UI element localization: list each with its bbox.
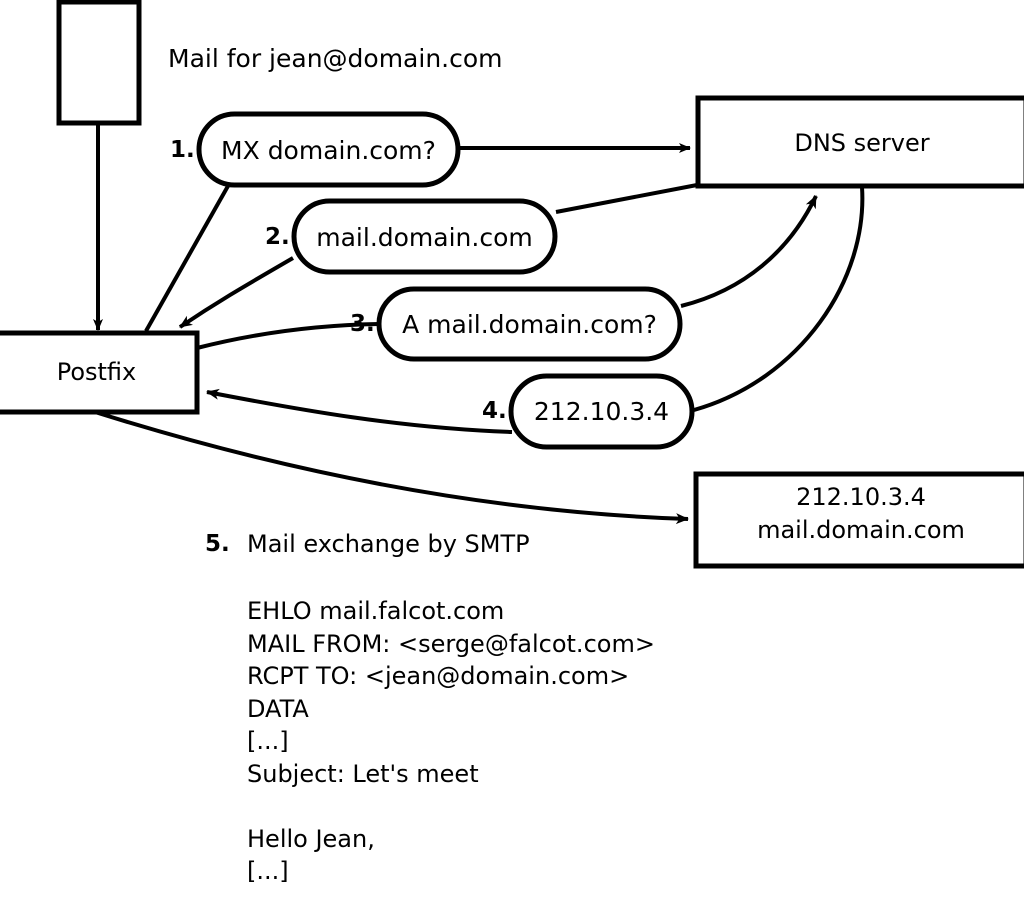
edge-step4-to-postfix bbox=[206, 388, 513, 434]
step-4-number: 4. bbox=[482, 398, 507, 424]
edge-step2-to-postfix bbox=[178, 256, 295, 329]
page-title: Mail for jean@domain.com bbox=[168, 44, 503, 73]
step-3-label: A mail.domain.com? bbox=[402, 310, 657, 339]
step-3-number: 3. bbox=[350, 311, 375, 337]
dns-server-box[interactable] bbox=[695, 95, 1024, 189]
edge-postfix-to-step3 bbox=[196, 322, 380, 350]
step-2-number: 2. bbox=[265, 224, 290, 250]
postfix-box[interactable] bbox=[0, 330, 200, 415]
sender-box[interactable] bbox=[56, 0, 142, 126]
step-4-label: 212.10.3.4 bbox=[533, 397, 670, 426]
target-server-box[interactable] bbox=[693, 471, 1024, 569]
step-4-bubble[interactable] bbox=[508, 373, 695, 450]
edge-dns-to-step2 bbox=[555, 183, 698, 214]
step-2-label: mail.domain.com bbox=[316, 223, 533, 252]
smtp-transcript: EHLO mail.falcot.com MAIL FROM: <serge@f… bbox=[247, 597, 655, 885]
step-2-bubble[interactable] bbox=[291, 198, 558, 275]
step-1-bubble[interactable] bbox=[196, 111, 461, 188]
edge-postfix-to-target bbox=[94, 410, 689, 525]
step-1-number: 1. bbox=[170, 137, 195, 163]
step-1-label: MX domain.com? bbox=[221, 136, 436, 165]
edge-postfix-to-step1 bbox=[144, 185, 230, 332]
edge-step3-to-dns bbox=[680, 195, 818, 308]
dns-server-label: DNS server bbox=[794, 129, 930, 157]
step-5-number: 5. bbox=[205, 531, 230, 557]
step-5-heading: Mail exchange by SMTP bbox=[247, 530, 530, 558]
edge-dns-to-step4 bbox=[693, 186, 865, 412]
target-server-host-label: mail.domain.com bbox=[757, 516, 965, 544]
target-server-ip-label: 212.10.3.4 bbox=[796, 483, 926, 511]
step-3-bubble[interactable] bbox=[376, 286, 683, 362]
postfix-label: Postfix bbox=[56, 358, 137, 386]
